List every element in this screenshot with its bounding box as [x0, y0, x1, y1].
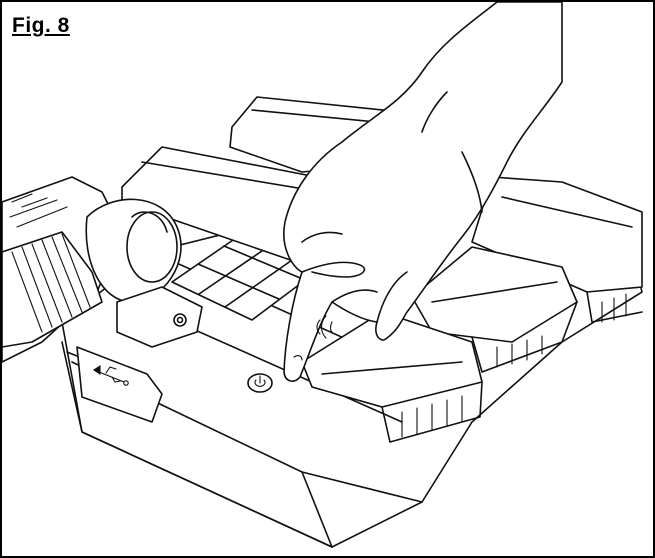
pad-right-top [471, 176, 643, 323]
pad-right-middle [411, 246, 578, 373]
figure-label: Fig. 8 [12, 14, 70, 37]
tap-gesture-icon [316, 315, 333, 339]
power-button [247, 373, 273, 393]
usb-icon [93, 364, 129, 386]
power-icon [254, 375, 266, 387]
cable-connector [2, 176, 203, 363]
usb-port [76, 346, 163, 423]
hand [283, 2, 563, 382]
